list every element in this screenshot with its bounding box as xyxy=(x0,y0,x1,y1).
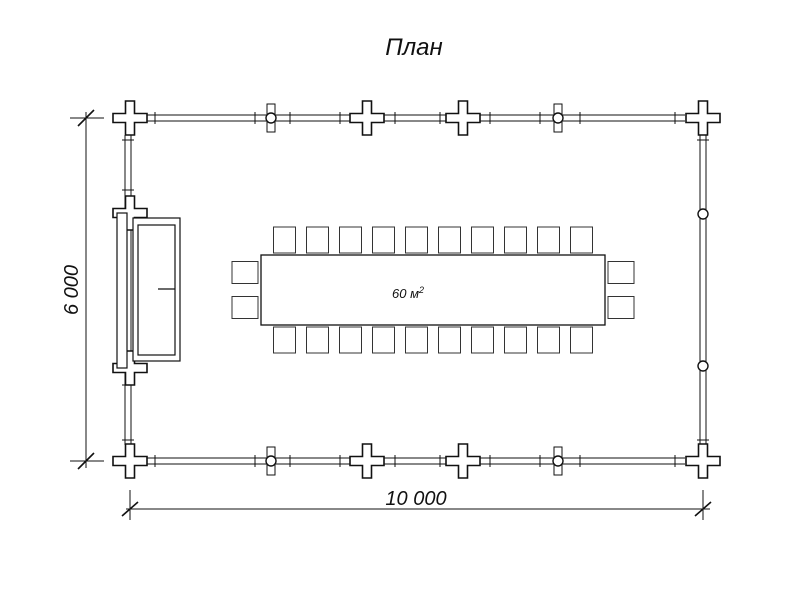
chair xyxy=(231,296,259,319)
round-posts xyxy=(265,103,709,476)
corner-post-bottom-right xyxy=(685,443,721,479)
chair xyxy=(504,226,527,254)
walls xyxy=(124,114,707,465)
post-top xyxy=(349,100,385,136)
chair xyxy=(231,261,259,284)
counter-wall-strip xyxy=(116,212,128,369)
height-dimension xyxy=(70,109,104,470)
post-top xyxy=(445,100,481,136)
chair xyxy=(273,326,296,354)
chair xyxy=(504,326,527,354)
area-label: 60 м2 xyxy=(392,285,424,301)
banquet-table xyxy=(260,254,606,326)
width-dimension-label: 10 000 xyxy=(385,488,446,510)
chair xyxy=(405,226,428,254)
corner-post-top-right xyxy=(685,100,721,136)
post-bottom xyxy=(349,443,385,479)
fireplace-counter xyxy=(116,212,181,369)
chair xyxy=(339,326,362,354)
chair xyxy=(306,326,329,354)
chair xyxy=(570,326,593,354)
chair xyxy=(372,226,395,254)
chair xyxy=(438,226,461,254)
chair xyxy=(471,326,494,354)
corner-post-top-left xyxy=(112,100,148,136)
chairs xyxy=(231,226,635,354)
post-bottom xyxy=(445,443,481,479)
chair xyxy=(438,326,461,354)
height-dimension-label: 6 000 xyxy=(61,265,83,315)
chair xyxy=(537,326,560,354)
plan-title: План xyxy=(385,34,443,61)
chair xyxy=(405,326,428,354)
chair xyxy=(607,261,635,284)
width-dimension xyxy=(121,490,712,520)
chair xyxy=(273,226,296,254)
counter-inner xyxy=(137,224,176,356)
wall-ticks xyxy=(122,112,709,467)
chair xyxy=(570,226,593,254)
chair xyxy=(306,226,329,254)
chair xyxy=(607,296,635,319)
corner-post-bottom-left xyxy=(112,443,148,479)
chair xyxy=(537,226,560,254)
chair xyxy=(471,226,494,254)
chair xyxy=(339,226,362,254)
chair xyxy=(372,326,395,354)
